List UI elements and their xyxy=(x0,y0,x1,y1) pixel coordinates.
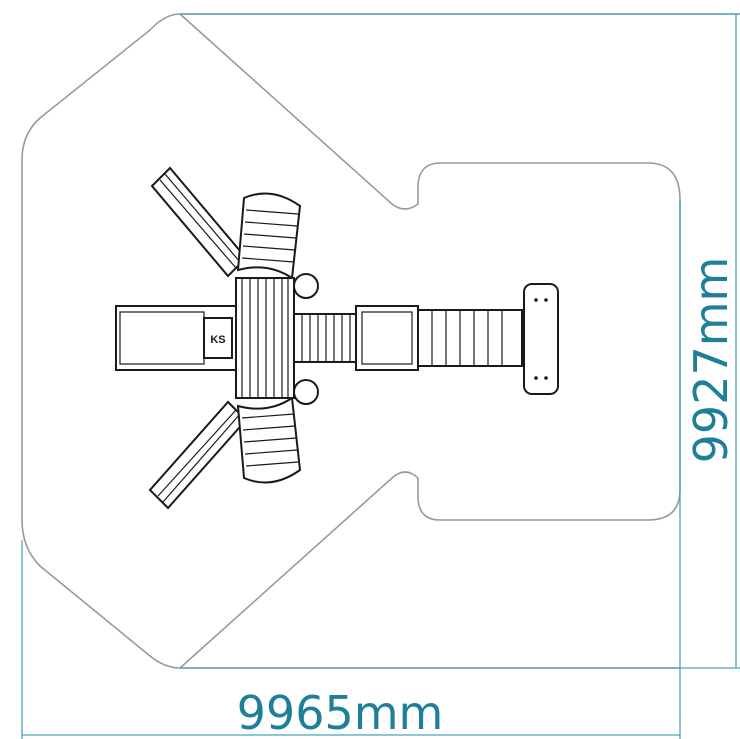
bridge xyxy=(293,313,357,363)
climbing-ladder xyxy=(417,309,523,367)
right-deck xyxy=(355,305,419,371)
height-dimension-label: 9927mm xyxy=(684,257,738,464)
deck-logo: KS xyxy=(210,334,225,346)
lower-slide xyxy=(148,400,248,510)
upper-slide xyxy=(150,166,248,278)
base-plate xyxy=(523,283,559,395)
central-tower xyxy=(235,273,319,405)
width-dimension-label: 9965mm xyxy=(237,686,444,739)
lower-roof xyxy=(236,396,302,484)
left-deck: KS xyxy=(115,305,237,371)
upper-roof xyxy=(236,192,302,280)
play-equipment: KS xyxy=(115,166,559,510)
